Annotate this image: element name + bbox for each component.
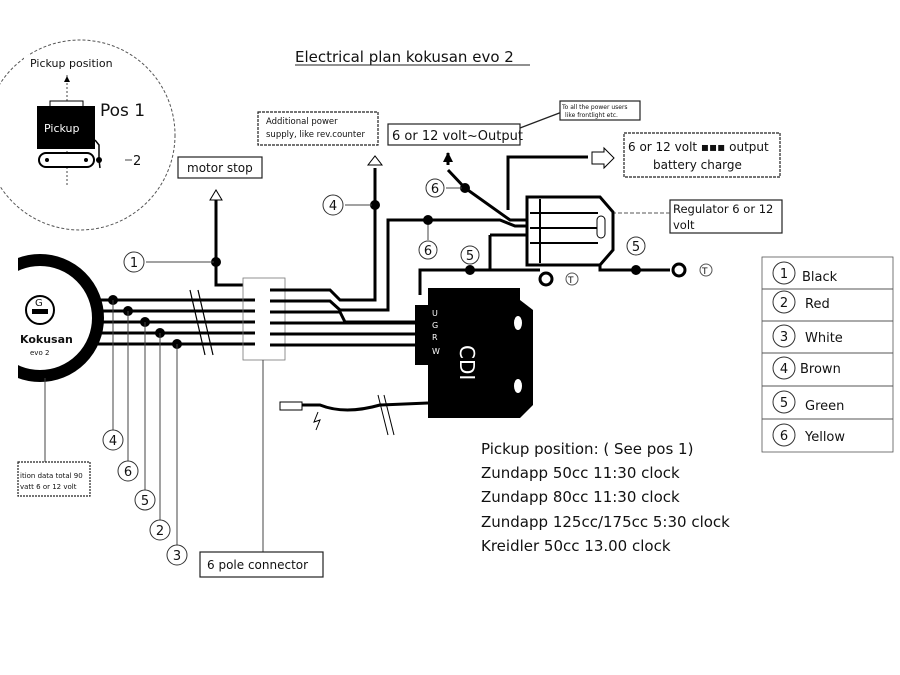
pickup-block: [37, 106, 95, 149]
svg-text:Pickup position: ( See pos 1): Pickup position: ( See pos 1): [481, 440, 693, 458]
legend-item-red: 2 Red: [772, 290, 830, 314]
svg-text:4: 4: [780, 362, 788, 377]
regulator-box: Regulator 6 or 12 volt: [669, 199, 783, 234]
diagram-title: Electrical plan kokusan evo 2: [295, 48, 514, 66]
svg-text:6: 6: [780, 429, 788, 444]
legend-item-white: 3 White: [772, 324, 843, 348]
svg-text:Red: Red: [805, 297, 830, 312]
svg-text:5: 5: [780, 396, 788, 411]
generator-data-box: ition data total 90 vatt 6 or 12 volt: [17, 461, 91, 497]
svg-text:supply, like rev.counter: supply, like rev.counter: [266, 130, 365, 140]
pos-label: Pos 1: [100, 101, 145, 121]
svg-text:volt: volt: [673, 218, 695, 232]
spark-plug-icon: [279, 401, 303, 411]
svg-text:6 pole connector: 6 pole connector: [207, 558, 308, 572]
svg-text:R: R: [432, 333, 438, 342]
power-users-box: To all the power users like frontlight e…: [559, 100, 641, 121]
cdi-label: CDI: [455, 345, 479, 380]
svg-text:4: 4: [109, 434, 117, 449]
arrow-right-icon: [591, 146, 615, 170]
pickup-position-caption: Pickup position: [30, 57, 113, 70]
output-box: 6 or 12 volt~Output: [387, 123, 523, 146]
svg-text:Zundapp 125cc/175cc 5:30 clock: Zundapp 125cc/175cc 5:30 clock: [481, 513, 730, 531]
battery-charge-box: 6 or 12 volt ▪▪▪ output battery charge: [623, 132, 781, 178]
svg-text:battery charge: battery charge: [653, 158, 742, 172]
wire-number-labels: 1 4 6 6 5 5 4 6 5 2 3: [102, 178, 646, 566]
svg-text:Additional power: Additional power: [266, 117, 338, 127]
svg-text:2: 2: [156, 524, 164, 539]
svg-text:1: 1: [780, 267, 788, 282]
wire-color-legend: 1 Black 2 Red 3 White 4 Brown 5 Green 6 Yellow: [761, 256, 894, 453]
additional-power-box: Additional power supply, like rev.counte…: [257, 111, 379, 146]
svg-text:T: T: [567, 276, 574, 286]
svg-text:5: 5: [632, 240, 640, 255]
svg-text:6: 6: [424, 244, 432, 259]
svg-text:3: 3: [173, 549, 181, 564]
svg-text:Green: Green: [805, 399, 844, 414]
svg-text:Kreidler 50cc 13.00 clock: Kreidler 50cc 13.00 clock: [481, 537, 671, 555]
arrow-up-icon: [64, 76, 70, 82]
svg-text:vatt 6 or 12 volt: vatt 6 or 12 volt: [20, 483, 77, 491]
svg-text:Zundapp 80cc 11:30 clock: Zundapp 80cc 11:30 clock: [481, 488, 680, 506]
svg-text:G: G: [35, 298, 43, 309]
svg-text:Brown: Brown: [800, 362, 841, 377]
generator: G Kokusan evo 2: [0, 250, 104, 390]
main-harness: [95, 277, 428, 555]
inset-circle: [0, 39, 176, 231]
generator-model: evo 2: [30, 349, 49, 357]
pickup-label: Pickup: [44, 122, 79, 135]
svg-text:6 or 12 volt ▪▪▪ output: 6 or 12 volt ▪▪▪ output: [628, 140, 769, 154]
svg-text:Regulator 6 or 12: Regulator 6 or 12: [673, 202, 773, 216]
svg-text:T: T: [701, 267, 708, 277]
svg-text:White: White: [805, 331, 843, 346]
svg-text:6: 6: [431, 182, 439, 197]
legend-item-yellow: 6 Yellow: [772, 423, 845, 447]
svg-text:2: 2: [780, 296, 788, 311]
pickup-inset: Pickup position Pickup Pos 1 2: [0, 39, 176, 231]
svg-text:ition data total 90: ition data total 90: [20, 472, 83, 480]
pickup-position-notes: Pickup position: ( See pos 1) Zundapp 50…: [481, 440, 730, 555]
svg-text:5: 5: [466, 249, 474, 264]
regulator: [525, 195, 615, 267]
legend-item-brown: 4 Brown: [772, 356, 841, 380]
svg-text:6 or 12 volt~Output: 6 or 12 volt~Output: [392, 129, 523, 144]
six-pole-connector-box: 6 pole connector: [199, 551, 324, 578]
svg-text:3: 3: [780, 330, 788, 345]
generator-name: Kokusan: [20, 333, 73, 346]
svg-text:U: U: [432, 309, 438, 318]
pickup-wire-number: 2: [133, 154, 141, 169]
arrow-up-icon: [366, 155, 384, 166]
svg-text:4: 4: [329, 199, 337, 214]
svg-text:5: 5: [141, 494, 149, 509]
svg-text:motor stop: motor stop: [187, 161, 253, 175]
arrow-up-icon: [209, 189, 223, 201]
legend-item-black: 1 Black: [772, 261, 838, 285]
cdi-unit: U G R W CDI: [415, 288, 533, 418]
svg-text:6: 6: [124, 465, 132, 480]
ground-icon: T T: [565, 263, 713, 286]
svg-text:Black: Black: [802, 270, 838, 285]
svg-text:like frontlight etc.: like frontlight etc.: [565, 112, 618, 119]
svg-text:To all the power users: To all the power users: [561, 104, 628, 111]
legend-item-green: 5 Green: [772, 390, 844, 414]
arrow-up-icon: [443, 152, 453, 162]
svg-text:W: W: [432, 347, 440, 356]
svg-text:1: 1: [130, 256, 138, 271]
svg-text:G: G: [432, 321, 438, 330]
svg-text:Yellow: Yellow: [804, 430, 845, 445]
svg-text:Zundapp 50cc 11:30 clock: Zundapp 50cc 11:30 clock: [481, 464, 680, 482]
motor-stop-box: motor stop: [177, 156, 263, 179]
